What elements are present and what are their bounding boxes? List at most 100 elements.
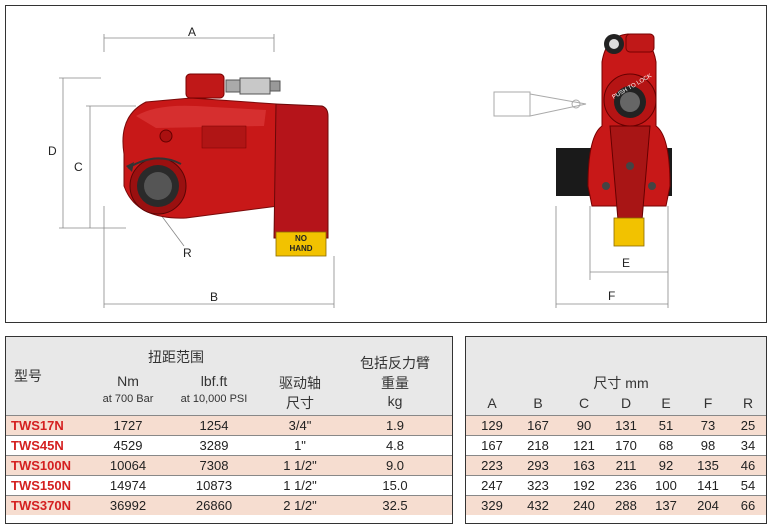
header-torque-range: 扭距范围 [148, 349, 204, 365]
dim-r: 46 [740, 458, 756, 473]
dim-c: 163 [573, 458, 595, 473]
dim-f: 204 [697, 498, 719, 513]
column-header-f: F [703, 395, 713, 411]
torque-nm: 4529 [113, 438, 143, 453]
dimension-label-f: F [608, 289, 616, 303]
column-header-r: R [742, 395, 754, 411]
weight: 4.8 [385, 438, 405, 453]
dim-a: 223 [481, 458, 503, 473]
dimension-table-header: 尺寸 mm A B C D E F R [466, 337, 766, 415]
column-header-a: A [487, 395, 497, 411]
technical-drawing [59, 33, 672, 308]
torque-lbf: 7308 [199, 458, 229, 473]
drive-size: 2 1/2" [283, 498, 317, 513]
dimension-label-e: E [622, 256, 631, 270]
dim-a: 329 [481, 498, 503, 513]
dim-a: 129 [481, 418, 503, 433]
dim-r: 54 [740, 478, 756, 493]
dimension-label-c: C [74, 160, 83, 174]
header-lbf: lbf.ft [200, 373, 228, 389]
model-name: TWS100N [11, 458, 71, 473]
dim-d: 211 [615, 458, 637, 473]
table-row: 247 323 192 236 100 141 54 [466, 475, 766, 495]
dim-b: 293 [527, 458, 549, 473]
dim-r: 34 [740, 438, 756, 453]
header-nm-sub: at 700 Bar [102, 393, 154, 405]
no-hand-line2: HAND [289, 244, 313, 253]
dim-d: 288 [615, 498, 637, 513]
drive-size: 1 1/2" [283, 458, 317, 473]
dim-e: 92 [658, 458, 674, 473]
drive-size: 1" [294, 438, 306, 453]
dim-a: 247 [481, 478, 503, 493]
no-hand-line1: NO [295, 234, 307, 243]
dim-f: 98 [700, 438, 716, 453]
dimension-label-r: R [183, 246, 192, 260]
table-row: TWS45N 4529 3289 1" 4.8 [6, 435, 452, 455]
dim-c: 192 [573, 478, 595, 493]
technical-drawing-frame: A D C R B E F NO HAND PUSH TO LOCK [5, 5, 767, 323]
torque-nm: 10064 [109, 458, 147, 473]
dim-e: 68 [658, 438, 674, 453]
table-row: TWS150N 14974 10873 1 1/2" 15.0 [6, 475, 452, 495]
dim-d: 236 [615, 478, 637, 493]
dim-b: 432 [527, 498, 549, 513]
header-drive-line1: 驱动轴 [279, 375, 321, 391]
column-header-c: C [578, 395, 590, 411]
column-header-e: E [661, 395, 671, 411]
spec-table: 型号 扭距范围 Nm at 700 Bar lbf.ft at 10,000 P… [5, 336, 453, 524]
torque-lbf: 26860 [195, 498, 233, 513]
model-name: TWS17N [11, 418, 64, 433]
column-header-d: D [620, 395, 632, 411]
torque-nm: 36992 [109, 498, 147, 513]
dim-b: 218 [527, 438, 549, 453]
weight: 1.9 [385, 418, 405, 433]
header-weight-line2: 重量 [381, 375, 409, 391]
dim-c: 121 [573, 438, 595, 453]
dimension-label-a: A [188, 25, 197, 39]
dimension-table-title: 尺寸 mm [593, 375, 649, 391]
dim-a: 167 [481, 438, 503, 453]
model-name: TWS370N [11, 498, 71, 513]
table-row: 329 432 240 288 137 204 66 [466, 495, 766, 515]
drive-size: 3/4" [288, 418, 312, 433]
torque-lbf: 1254 [199, 418, 229, 433]
torque-lbf: 10873 [195, 478, 233, 493]
dim-d: 131 [615, 418, 637, 433]
torque-lbf: 3289 [199, 438, 229, 453]
dim-e: 51 [658, 418, 674, 433]
dim-b: 167 [527, 418, 549, 433]
dim-e: 100 [655, 478, 677, 493]
torque-nm: 14974 [109, 478, 147, 493]
model-name: TWS45N [11, 438, 64, 453]
header-weight-unit: kg [387, 393, 403, 409]
table-row: TWS17N 1727 1254 3/4" 1.9 [6, 415, 452, 435]
header-drive-line2: 尺寸 [286, 395, 314, 411]
table-row: 167 218 121 170 68 98 34 [466, 435, 766, 455]
dim-f: 135 [697, 458, 719, 473]
dim-e: 137 [655, 498, 677, 513]
dimension-table: 尺寸 mm A B C D E F R 129 167 90 131 51 73… [465, 336, 767, 524]
weight: 9.0 [385, 458, 405, 473]
weight: 15.0 [382, 478, 408, 493]
dim-b: 323 [527, 478, 549, 493]
weight: 32.5 [382, 498, 408, 513]
table-row: TWS370N 36992 26860 2 1/2" 32.5 [6, 495, 452, 515]
table-row: 223 293 163 211 92 135 46 [466, 455, 766, 475]
dim-f: 73 [700, 418, 716, 433]
dimension-label-b: B [210, 290, 219, 304]
spec-table-header: 型号 扭距范围 Nm at 700 Bar lbf.ft at 10,000 P… [6, 337, 452, 415]
dim-d: 170 [615, 438, 637, 453]
table-row: 129 167 90 131 51 73 25 [466, 415, 766, 435]
no-hand-warning: NO HAND [276, 234, 326, 254]
dim-r: 66 [740, 498, 756, 513]
dim-f: 141 [697, 478, 719, 493]
dim-c: 90 [576, 418, 592, 433]
drive-size: 1 1/2" [283, 478, 317, 493]
header-model: 型号 [14, 368, 42, 384]
header-nm: Nm [117, 373, 139, 389]
dim-r: 25 [740, 418, 756, 433]
header-lbf-sub: at 10,000 PSI [180, 393, 248, 405]
model-name: TWS150N [11, 478, 71, 493]
dimension-label-d: D [48, 144, 57, 158]
